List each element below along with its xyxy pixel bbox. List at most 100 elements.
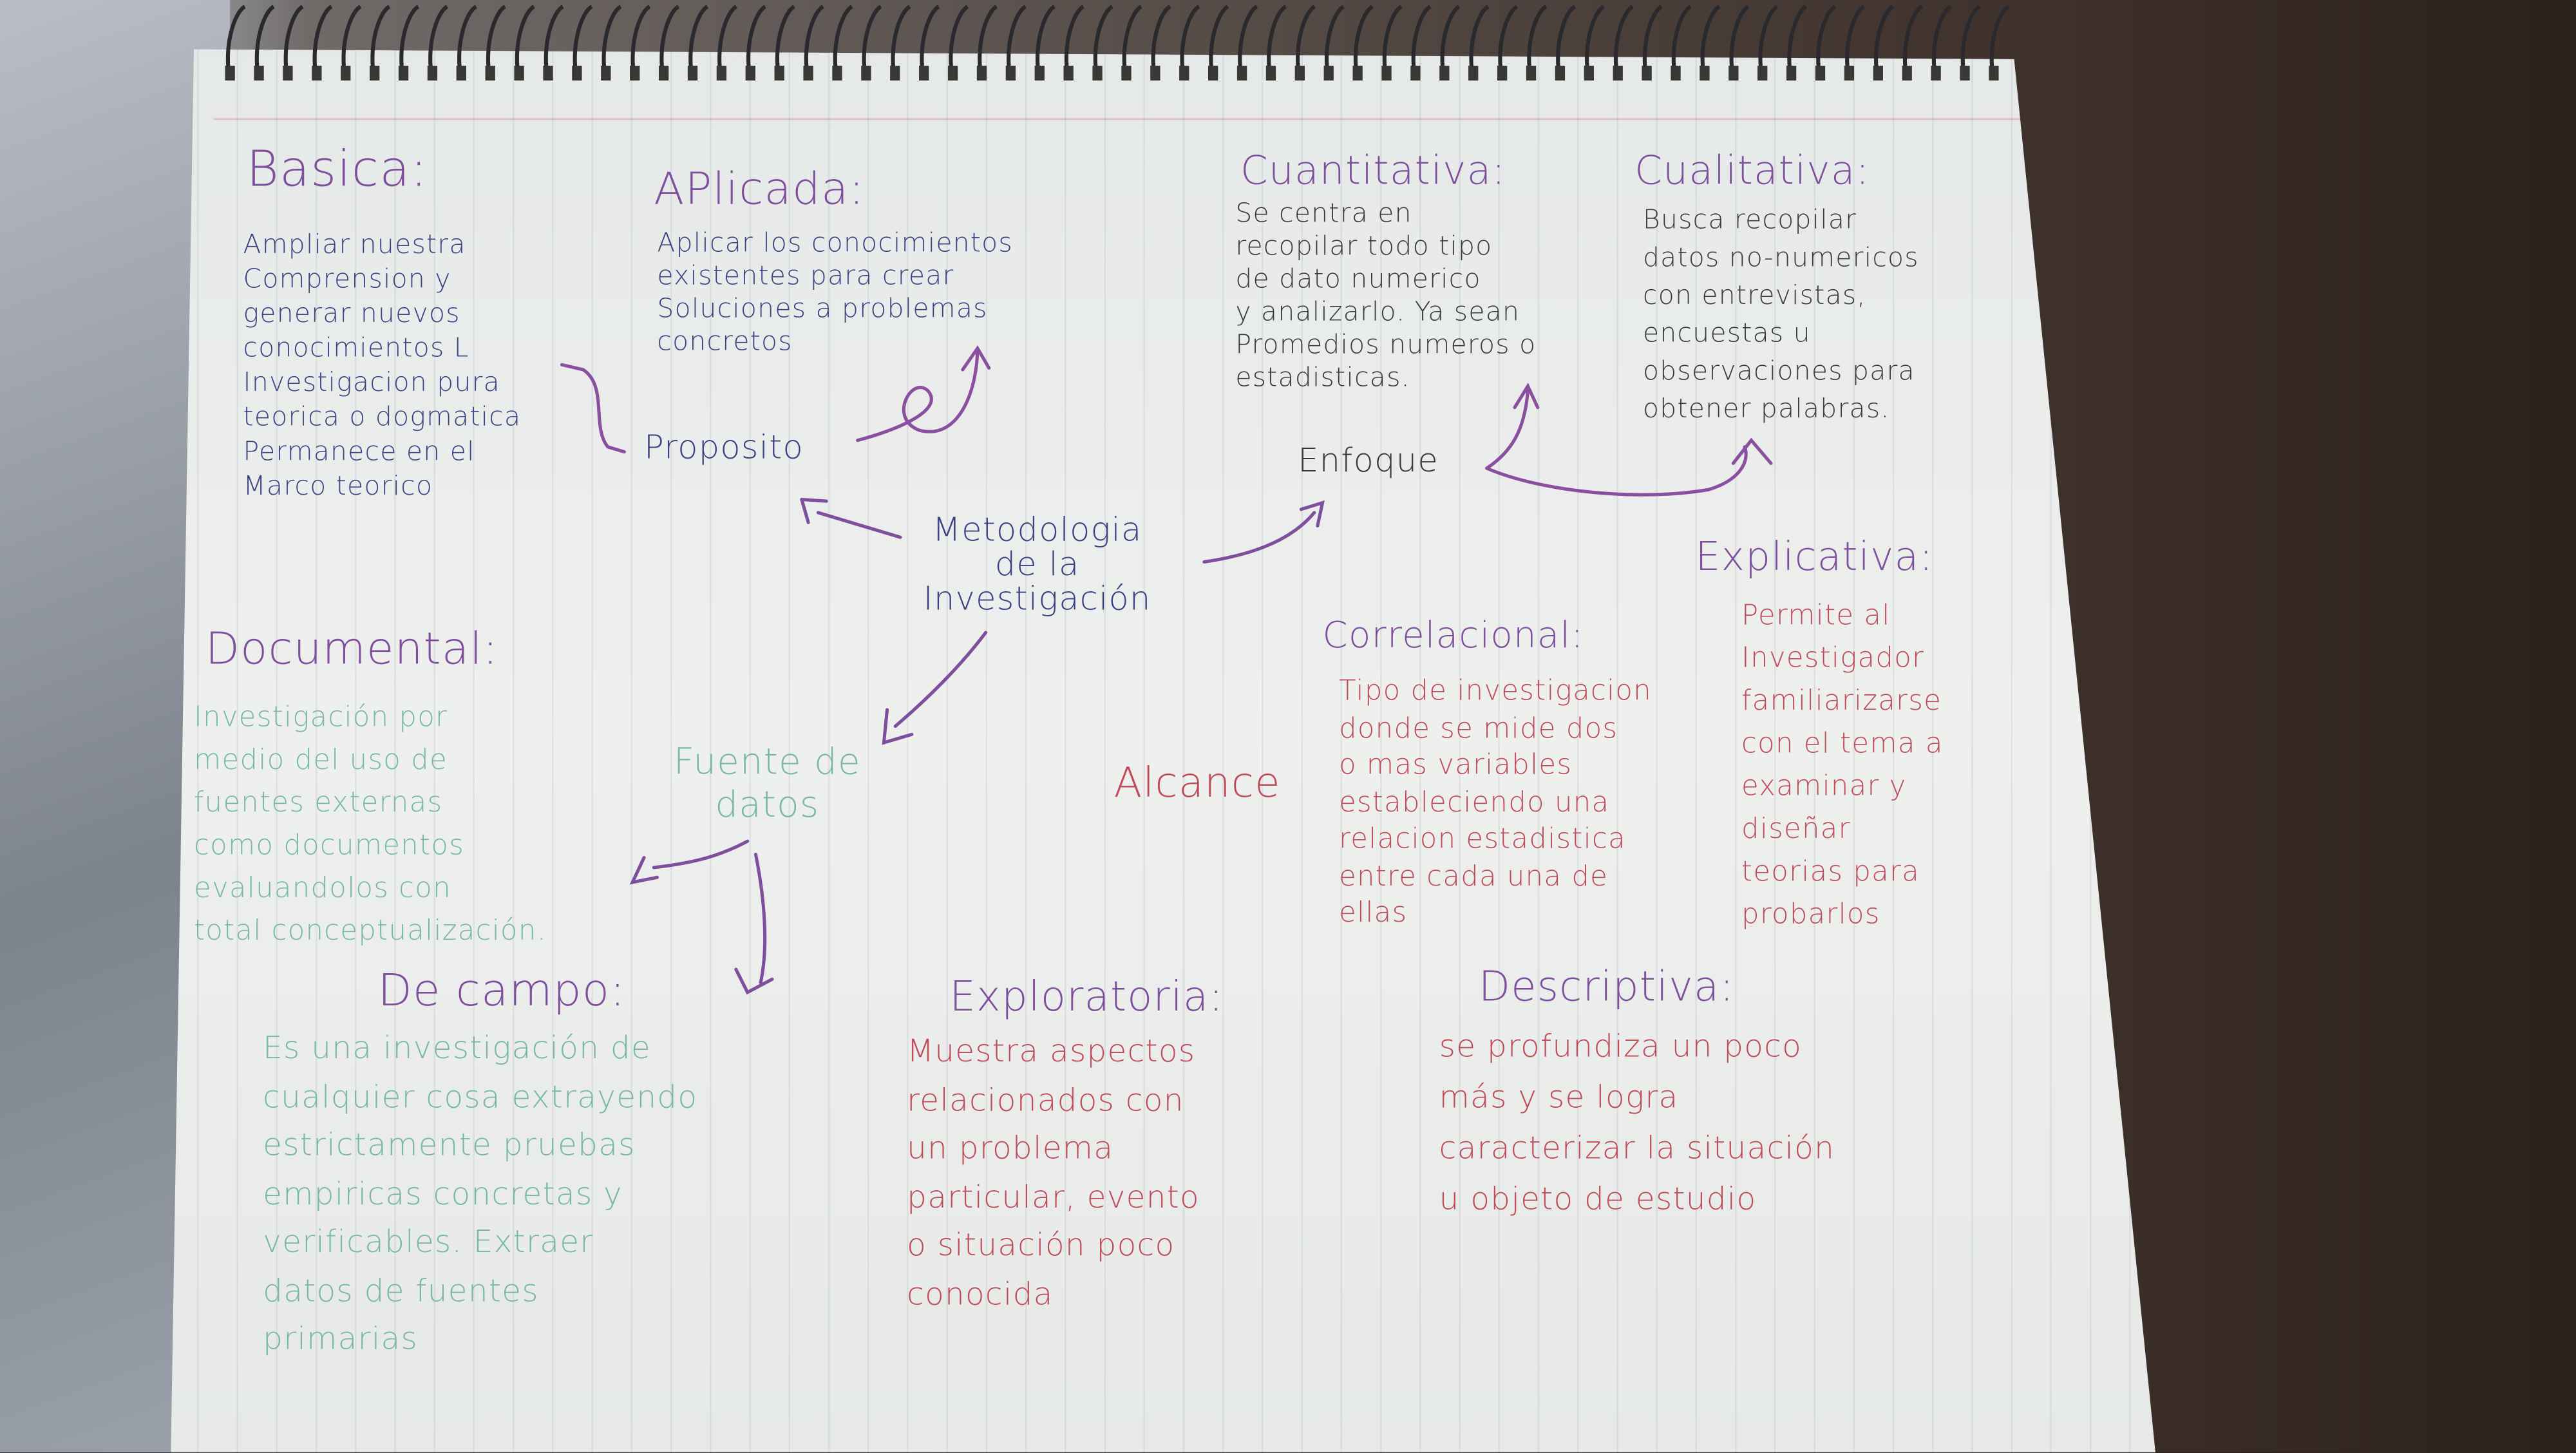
binding-hole [832, 66, 842, 81]
binding-hole [919, 66, 929, 81]
binding-hole [1439, 66, 1450, 81]
campo-text: Es una investigación de cualquier cosa e… [263, 1030, 698, 1358]
binding-hole [312, 66, 322, 81]
binding-hole [1063, 66, 1074, 81]
binding-hole [1526, 66, 1537, 81]
binding-hole [398, 66, 409, 81]
binding-hole [514, 66, 524, 81]
binding-hole [456, 66, 466, 81]
binding-hole [976, 66, 987, 81]
documental-title: Documental: [205, 624, 499, 676]
binding-hole [1989, 66, 1999, 81]
binding-hole [1410, 66, 1421, 81]
binding-hole [1497, 66, 1508, 81]
alcance-node: Alcance [1113, 759, 1281, 807]
explicativa-text: Permite al Investigador familiarizarse c… [1741, 600, 1944, 932]
cualitativa-title: Cualitativa: [1634, 147, 1870, 195]
center-node: Metodologia de la Investigación [923, 509, 1151, 618]
binding-hole [1786, 66, 1797, 81]
cuantitativa-text: Se centra en recopilar todo tipo de dato… [1235, 197, 1537, 393]
enfoque-node: Enfoque [1298, 440, 1439, 480]
binding-hole [1294, 66, 1305, 81]
correlacional-text: Tipo de investigacion donde se mide dos … [1339, 675, 1652, 930]
binding-hole [1728, 66, 1739, 81]
binding-hole [601, 66, 611, 81]
explicativa-title: Explicativa: [1695, 534, 1934, 580]
binding-hole [1468, 66, 1479, 81]
aplicada-title: APlicada: [654, 164, 865, 216]
cuantitativa-title: Cuantitativa: [1240, 147, 1506, 195]
margin-line [213, 118, 2021, 120]
spiral-binding [225, 5, 2010, 81]
arrow-to-fuente [882, 631, 988, 745]
binding-hole [1005, 66, 1016, 81]
arrow-to-aplicada [856, 345, 991, 442]
binding-hole [745, 66, 755, 81]
binding-hole [485, 66, 495, 81]
binding-hole [225, 66, 235, 81]
binding-hole [1150, 66, 1160, 81]
binding-hole [947, 66, 958, 81]
binding-hole [1092, 66, 1103, 81]
exploratoria-text: Muestra aspectos relacionados con un pro… [907, 1033, 1200, 1312]
binding-hole [861, 66, 871, 81]
binding-hole [283, 66, 293, 81]
binding-hole [543, 66, 553, 81]
binding-hole [803, 66, 813, 81]
arrow-to-cuantitativa [1485, 383, 1540, 470]
binding-hole [427, 66, 438, 81]
arrow-to-cualitativa [1485, 437, 1773, 497]
exploratoria-title: Exploratoria: [949, 973, 1224, 1021]
arrow-to-documental [629, 839, 750, 885]
binding-hole [687, 66, 698, 81]
binding-hole [1873, 66, 1883, 81]
binding-hole [369, 66, 380, 81]
campo-title: De campo: [377, 965, 626, 1018]
binding-hole [572, 66, 582, 81]
aplicada-text: Aplicar los conocimientos existentes par… [657, 227, 1013, 357]
binding-hole [1179, 66, 1189, 81]
binding-hole [1642, 66, 1652, 81]
binding-hole [1208, 66, 1218, 81]
arrow-to-proposito [800, 497, 902, 539]
binding-hole [774, 66, 784, 81]
brace-basica [560, 363, 626, 454]
binding-hole [716, 66, 727, 81]
binding-hole [1236, 66, 1247, 81]
binding-hole [341, 66, 351, 81]
binding-hole [1960, 66, 1970, 81]
binding-hole [1584, 66, 1594, 81]
binding-hole [630, 66, 640, 81]
binding-hole [1700, 66, 1710, 81]
binding-hole [1352, 66, 1363, 81]
binding-hole [1555, 66, 1566, 81]
binding-hole [1671, 66, 1681, 81]
binding-hole [1323, 66, 1334, 81]
fuente-node: Fuente de datos [673, 743, 861, 827]
binding-hole [1381, 66, 1392, 81]
binding-hole [1815, 66, 1826, 81]
binding-hole [1034, 66, 1045, 81]
binding-hole [1613, 66, 1623, 81]
basica-text: Ampliar nuestra Comprension y generar nu… [243, 228, 522, 502]
binding-hole [1265, 66, 1276, 81]
correlacional-title: Correlacional: [1322, 616, 1584, 658]
binding-hole [1757, 66, 1768, 81]
binding-hole [1844, 66, 1855, 81]
arrow-to-campo [734, 852, 774, 995]
descriptiva-text: se profundiza un poco más y se logra car… [1439, 1028, 1835, 1218]
binding-hole [1121, 66, 1132, 81]
binding-hole [1902, 66, 1912, 81]
cualitativa-text: Busca recopilar datos no-numericos con e… [1643, 204, 1919, 424]
descriptiva-title: Descriptiva: [1478, 962, 1735, 1011]
binding-hole [890, 66, 900, 81]
basica-title: Basica: [246, 141, 428, 199]
documental-text: Investigación por medio del uso de fuent… [194, 701, 547, 948]
binding-hole [254, 66, 264, 81]
binding-hole [1931, 66, 1941, 81]
arrow-to-enfoque [1202, 500, 1325, 564]
proposito-node: Proposito [643, 427, 804, 467]
